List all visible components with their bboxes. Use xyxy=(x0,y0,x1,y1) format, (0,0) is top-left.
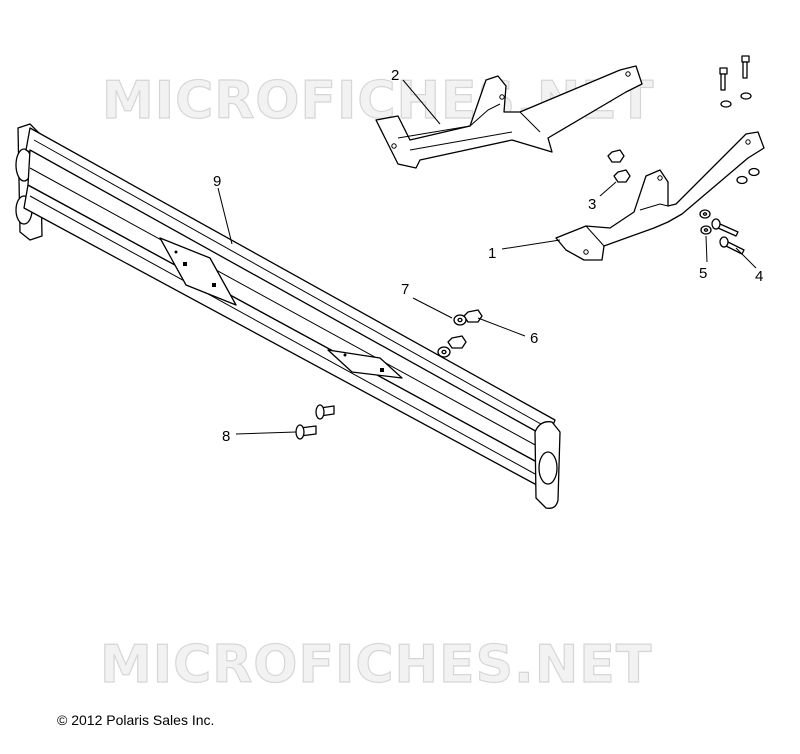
callout-4: 4 xyxy=(755,268,763,285)
callout-9: 9 xyxy=(213,173,221,190)
nut-part-3 xyxy=(607,149,631,183)
callout-3: 3 xyxy=(588,196,596,213)
nuts-part-6 xyxy=(447,309,483,349)
hardware-bolts-top xyxy=(719,55,760,185)
callout-8: 8 xyxy=(222,428,230,445)
callout-1: 1 xyxy=(488,245,496,262)
callout-6: 6 xyxy=(530,330,538,347)
copyright-notice: © 2012 Polaris Sales Inc. xyxy=(57,712,215,728)
bumper-tube xyxy=(15,123,561,509)
bolts-part-8 xyxy=(295,404,335,440)
bolts-part-4 xyxy=(711,218,745,255)
upper-bracket xyxy=(375,65,643,169)
callout-7: 7 xyxy=(401,281,409,298)
watermark-bottom: MICROFICHES.NET xyxy=(100,635,652,695)
washers-part-7 xyxy=(437,314,467,358)
leader-lines xyxy=(217,79,757,435)
lower-bracket xyxy=(555,131,765,261)
callout-5: 5 xyxy=(699,265,707,282)
washers-part-5 xyxy=(699,209,712,235)
callout-2: 2 xyxy=(391,67,399,84)
